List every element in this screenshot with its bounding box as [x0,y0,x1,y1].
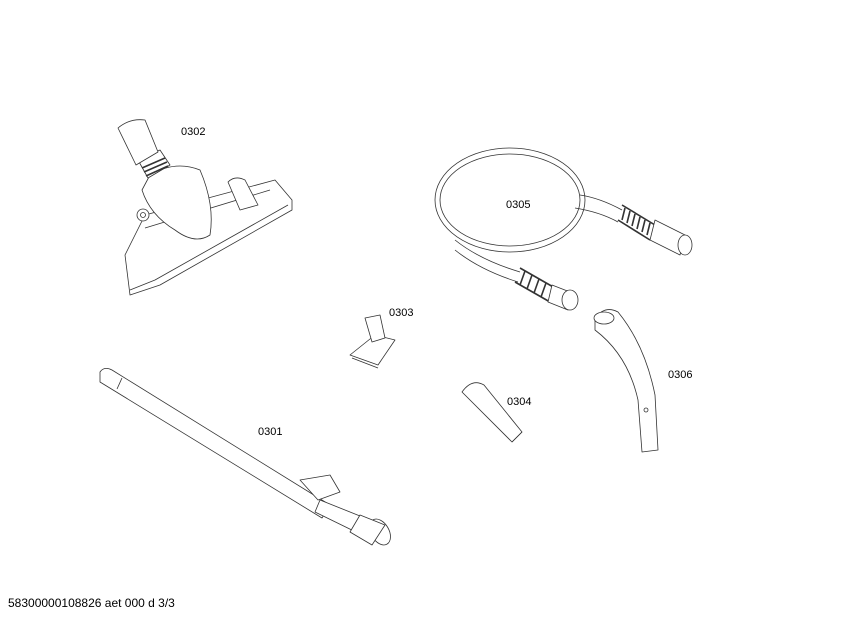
suction-hose-drawing [434,147,693,311]
crevice-nozzle-drawing [461,382,523,443]
part-label-0302: 0302 [181,126,206,138]
part-label-0304: 0304 [507,396,532,408]
telescopic-tube-drawing [99,368,391,546]
upholstery-nozzle-drawing [349,314,396,369]
hose-handle-drawing [593,309,659,453]
floor-nozzle-drawing [117,119,293,296]
part-label-0301: 0301 [258,426,283,438]
document-id: 58300000108826 aet 000 d 3/3 [8,596,175,610]
part-label-0306: 0306 [668,369,693,381]
part-label-0303: 0303 [389,307,414,319]
part-label-0305: 0305 [506,199,531,211]
